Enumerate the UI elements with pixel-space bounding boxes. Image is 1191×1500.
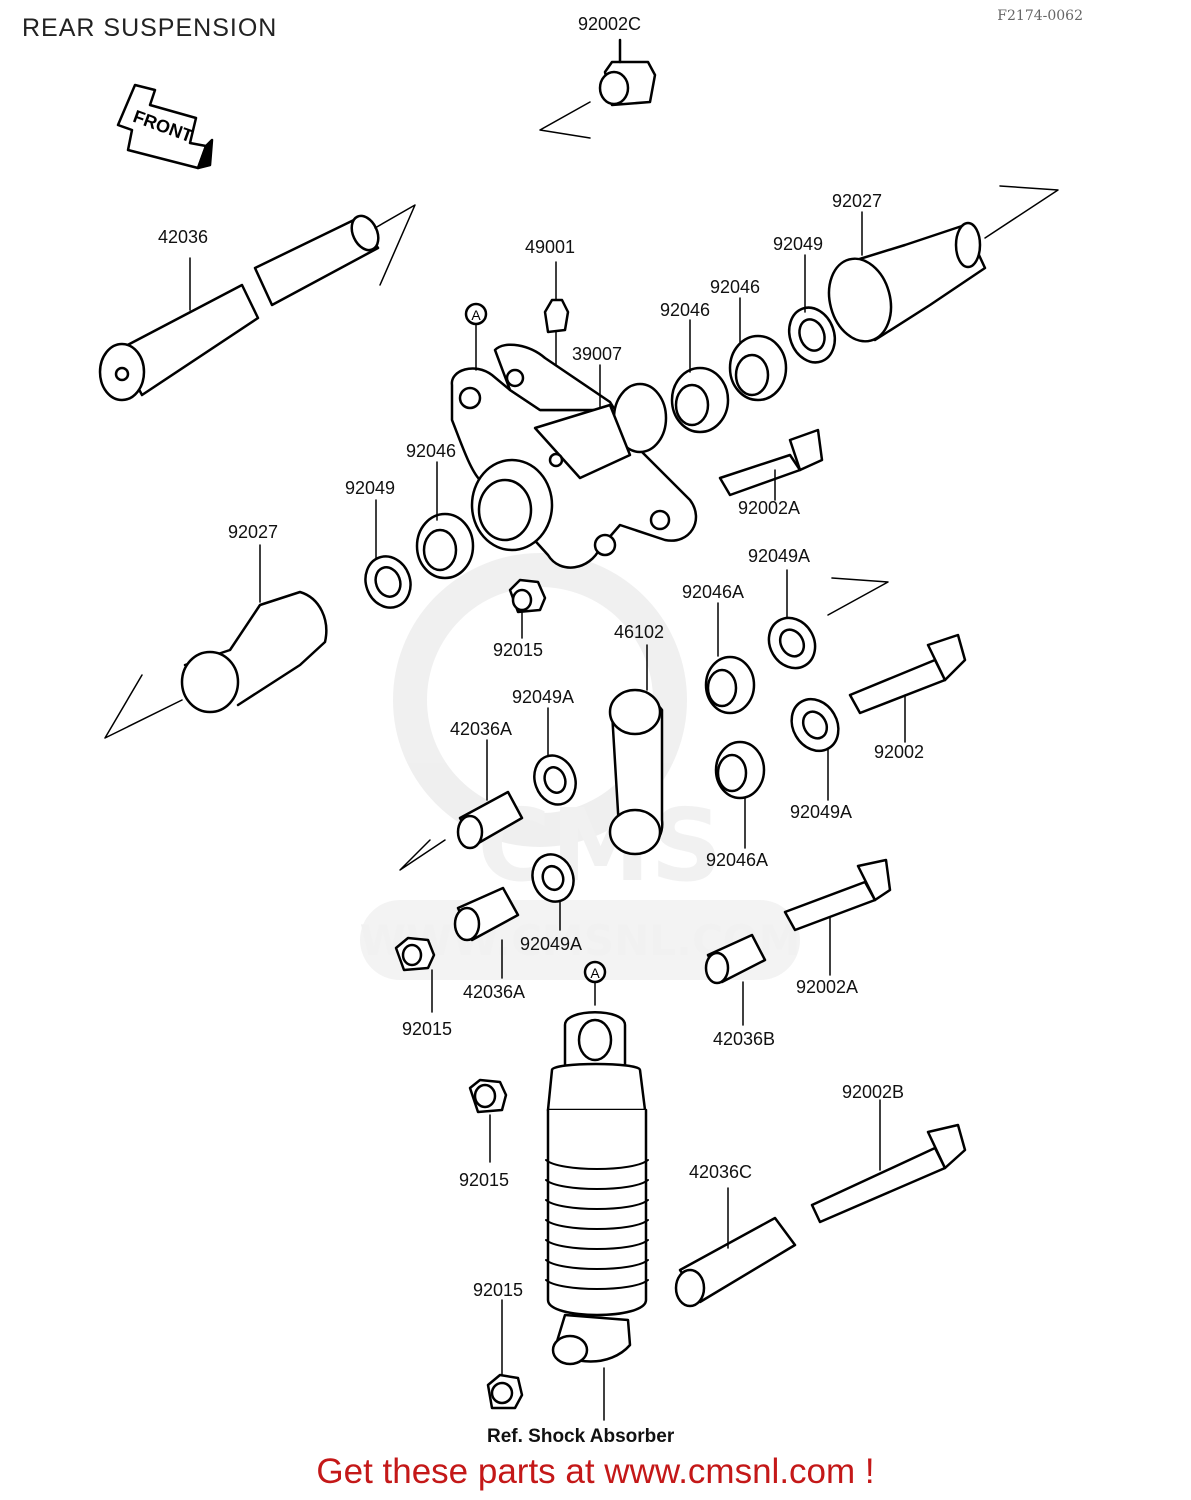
part-92046-left-icon (415, 461, 475, 580)
part-92049a-low-icon (531, 853, 575, 931)
label-92049a-low: 92049A (520, 934, 582, 954)
label-42036a-top: 42036A (450, 719, 512, 739)
part-42036-icon (98, 214, 380, 402)
label-92015-c: 92015 (459, 1170, 509, 1190)
part-46102-tie-rod-icon (608, 644, 664, 856)
part-92049a-top-icon (767, 569, 817, 670)
part-92015-left-icon (394, 936, 436, 1013)
part-92015-top-icon (508, 578, 547, 639)
part-92049a-right-icon (790, 697, 840, 801)
part-92002c-icon (598, 38, 657, 107)
label-92049a-top: 92049A (748, 546, 810, 566)
callout-a-top-label: A (471, 307, 481, 323)
label-92049a-right: 92049A (790, 802, 852, 822)
label-46102: 46102 (614, 622, 664, 642)
part-92002a-bottom-icon (783, 858, 892, 976)
watermark-brand: CMS (478, 787, 723, 904)
page-title: REAR SUSPENSION (22, 14, 278, 42)
part-42036a-top-icon (456, 739, 524, 850)
part-92046-bearings-top-icon (670, 297, 788, 434)
part-92027-left-icon (180, 544, 328, 714)
label-92015-d: 92015 (473, 1280, 523, 1300)
callout-a-bottom-label: A (590, 965, 600, 981)
part-92049a-mid-icon (533, 707, 577, 806)
callout-a-top: A (464, 302, 488, 371)
label-92046-a: 92046 (710, 277, 760, 297)
label-92049a-mid: 92049A (512, 687, 574, 707)
diagram-code: F2174-0062 (997, 8, 1083, 24)
label-92002b: 92002B (842, 1082, 904, 1102)
part-92002-icon (848, 633, 967, 743)
label-92046-c: 92046 (406, 441, 456, 461)
label-92027-top: 92027 (832, 191, 882, 211)
part-92046a-top-icon (704, 602, 756, 715)
footer-cta[interactable]: Get these parts at www.cmsnl.com ! (316, 1452, 875, 1491)
label-92002a-bottom: 92002A (796, 977, 858, 997)
label-49001: 49001 (525, 237, 575, 257)
part-92002a-top-icon (718, 428, 824, 501)
label-92015-a: 92015 (493, 640, 543, 660)
label-92002c: 92002C (578, 14, 641, 34)
part-42036c-icon (674, 1187, 797, 1308)
part-92015-mid-icon (468, 1078, 508, 1163)
part-92049-top-icon (787, 254, 837, 364)
label-42036: 42036 (158, 227, 208, 247)
label-92046a-top: 92046A (682, 582, 744, 602)
label-92046a-bottom: 92046A (706, 850, 768, 870)
part-92049-left-icon (364, 499, 412, 609)
label-92002a-top: 92002A (738, 498, 800, 518)
part-42036a-bottom-icon (453, 886, 520, 979)
part-92027-top-icon (827, 211, 987, 343)
part-42036b-icon (704, 933, 767, 1026)
label-92002: 92002 (874, 742, 924, 762)
label-92027-left: 92027 (228, 522, 278, 542)
label-92049-top: 92049 (773, 234, 823, 254)
front-arrow-icon: FRONT (116, 83, 214, 170)
shock-absorber-icon (545, 1011, 649, 1421)
label-42036a-bottom: 42036A (463, 982, 525, 1002)
callout-a-bottom: A (583, 960, 607, 1006)
label-42036b: 42036B (713, 1029, 775, 1049)
part-labels: 92002C 42036 49001 92027 92049 92046 920… (158, 14, 924, 1447)
ref-note: Ref. Shock Absorber (487, 1426, 675, 1447)
part-92015-bottom-icon (486, 1299, 524, 1410)
part-92002b-icon (810, 1099, 967, 1224)
part-92046a-bottom-icon (714, 740, 766, 849)
label-92049-left: 92049 (345, 478, 395, 498)
part-39007-rocker-icon (450, 343, 698, 569)
label-39007: 39007 (572, 344, 622, 364)
label-92015-b: 92015 (402, 1019, 452, 1039)
label-92046-b: 92046 (660, 300, 710, 320)
label-42036c: 42036C (689, 1162, 752, 1182)
